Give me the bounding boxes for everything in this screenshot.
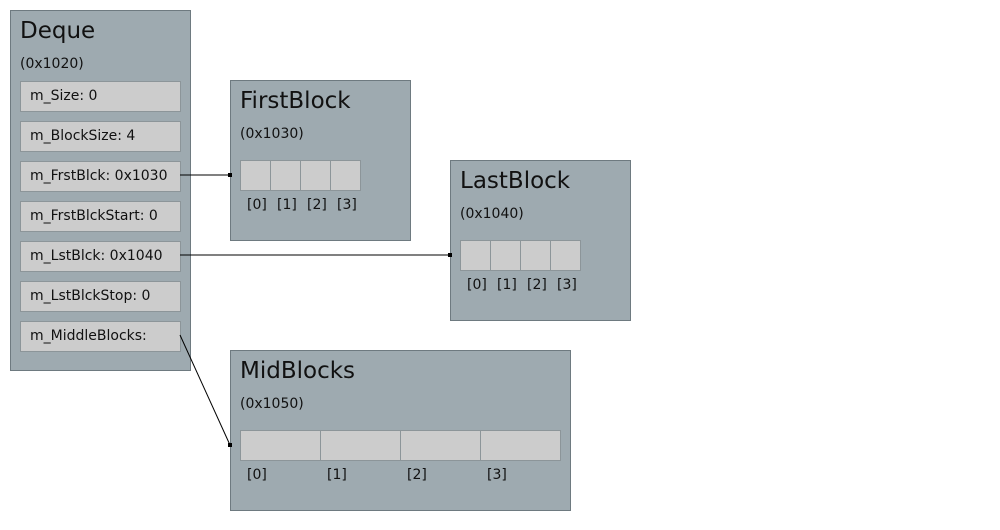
first-block-cell	[330, 160, 361, 191]
mid-blocks-index: [3]	[487, 467, 507, 483]
field-m-middleblocks: m_MiddleBlocks:	[20, 321, 181, 352]
first-block-box: FirstBlock (0x1030) [0] [1] [2] [3]	[230, 80, 411, 241]
last-block-index: [1]	[497, 277, 517, 293]
first-block-title: FirstBlock	[240, 88, 351, 114]
mid-blocks-cells	[240, 430, 561, 461]
last-block-box: LastBlock (0x1040) [0] [1] [2] [3]	[450, 160, 631, 321]
deque-title: Deque	[20, 18, 96, 44]
mid-blocks-cell	[320, 430, 401, 461]
last-block-title: LastBlock	[460, 168, 571, 194]
first-block-index: [3]	[337, 197, 357, 213]
last-block-index: [2]	[527, 277, 547, 293]
first-block-cell	[300, 160, 331, 191]
first-block-index: [0]	[247, 197, 267, 213]
last-block-cell	[520, 240, 551, 271]
last-block-cell	[550, 240, 581, 271]
last-block-cells	[460, 240, 581, 271]
first-block-cell	[240, 160, 271, 191]
mid-blocks-box: MidBlocks (0x1050) [0] [1] [2] [3]	[230, 350, 571, 511]
mid-blocks-address: (0x1050)	[240, 396, 304, 412]
field-m-frstblck: m_FrstBlck: 0x1030	[20, 161, 181, 192]
deque-address: (0x1020)	[20, 56, 84, 72]
first-block-cell	[270, 160, 301, 191]
field-m-frstblckstart: m_FrstBlckStart: 0	[20, 201, 181, 232]
mid-blocks-index: [1]	[327, 467, 347, 483]
last-block-index: [3]	[557, 277, 577, 293]
field-m-lstblck: m_LstBlck: 0x1040	[20, 241, 181, 272]
field-m-size: m_Size: 0	[20, 81, 181, 112]
deque-box: Deque (0x1020) m_Size: 0 m_BlockSize: 4 …	[10, 10, 191, 371]
last-block-cell	[460, 240, 491, 271]
first-block-cells	[240, 160, 361, 191]
mid-blocks-cell	[240, 430, 321, 461]
last-block-index: [0]	[467, 277, 487, 293]
mid-blocks-cell	[400, 430, 481, 461]
last-block-address: (0x1040)	[460, 206, 524, 222]
mid-blocks-index: [2]	[407, 467, 427, 483]
field-m-lstblckstop: m_LstBlckStop: 0	[20, 281, 181, 312]
first-block-index: [1]	[277, 197, 297, 213]
mid-blocks-cell	[480, 430, 561, 461]
first-block-address: (0x1030)	[240, 126, 304, 142]
mid-blocks-title: MidBlocks	[240, 358, 356, 384]
last-block-cell	[490, 240, 521, 271]
first-block-index: [2]	[307, 197, 327, 213]
mid-blocks-index: [0]	[247, 467, 267, 483]
field-m-blocksize: m_BlockSize: 4	[20, 121, 181, 152]
